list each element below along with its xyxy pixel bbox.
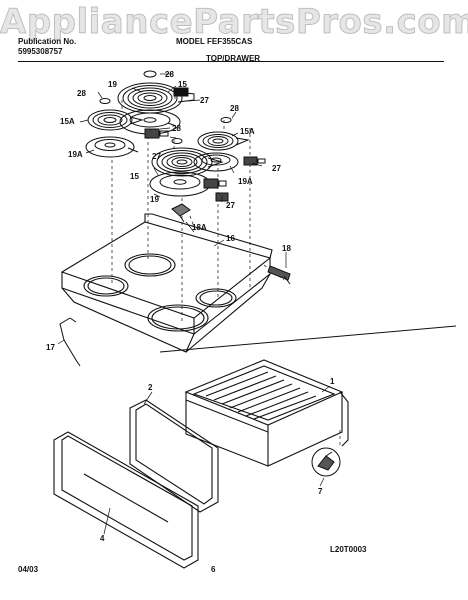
- surface-element-15-front: [151, 147, 224, 177]
- callout-19A-a: 19A: [68, 150, 83, 159]
- trim-ring-28-c: [220, 117, 232, 123]
- drawer-frame-2: [129, 399, 219, 513]
- callout-18: 18: [282, 244, 291, 253]
- callout-17: 17: [46, 343, 55, 352]
- publication-label: Publication No.: [18, 37, 77, 46]
- wire-bracket-17: [59, 317, 81, 367]
- callout-15A-a: 15A: [60, 117, 75, 126]
- callout-16: 16: [226, 234, 235, 243]
- drawer-box-1: [184, 359, 349, 467]
- publication-number: 5995308757: [18, 47, 63, 56]
- callout-labels: 28 19 15 28 15A 27 28 19A 27 28 15A 27 1…: [46, 70, 335, 543]
- callout-19A-b: 19A: [238, 177, 253, 186]
- surface-element-15A-left: [87, 109, 144, 131]
- callout-19-a: 19: [108, 80, 117, 89]
- drawer-front-4: [53, 431, 199, 569]
- callout-18A: 18A: [192, 223, 207, 232]
- footer-date: 04/03: [18, 565, 39, 574]
- drip-bowl-19-rear: [119, 109, 181, 135]
- leader-lines: [57, 73, 331, 535]
- section-divider: [159, 325, 457, 353]
- drawer-glide-7: [311, 447, 341, 477]
- model-number: MODEL FEF355CAS: [176, 37, 253, 46]
- callout-7: 7: [318, 487, 323, 496]
- bracket-18A: [171, 203, 191, 223]
- main-top-16: [60, 213, 273, 353]
- header-rule: [18, 61, 444, 62]
- trim-ring-28-b: [99, 98, 111, 104]
- watermark: AppliancePartsPros.com: [0, 2, 468, 43]
- drip-bowl-19A-left: [85, 136, 139, 158]
- section-title: TOP/DRAWER: [206, 54, 261, 63]
- callout-27-d: 27: [226, 201, 235, 210]
- page-number: 6: [211, 565, 216, 574]
- trim-ring-28-d: [171, 138, 183, 144]
- receptacle-27-c: [203, 178, 227, 189]
- callout-4: 4: [100, 534, 105, 543]
- callout-27-a: 27: [200, 96, 209, 105]
- latch-18: [267, 265, 291, 285]
- callout-27-b: 27: [152, 152, 161, 161]
- surface-element-15A-right: [197, 131, 250, 151]
- callout-19-b: 19: [150, 195, 159, 204]
- callout-28-b: 28: [77, 89, 86, 98]
- callout-1: 1: [330, 377, 335, 386]
- callout-28-c: 28: [230, 104, 239, 113]
- callout-15A-b: 15A: [240, 127, 255, 136]
- receptacle-27-b: [243, 156, 266, 166]
- callout-2: 2: [148, 383, 153, 392]
- callout-28-a: 28: [165, 70, 174, 79]
- callout-15-a: 15: [178, 80, 187, 89]
- diagram-code: L20T0003: [330, 545, 367, 554]
- callout-28-d: 28: [172, 124, 181, 133]
- receptacle-27-a: [144, 128, 169, 139]
- trim-ring-28-a: [143, 70, 157, 78]
- callout-27-c: 27: [272, 164, 281, 173]
- callout-15-b: 15: [130, 172, 139, 181]
